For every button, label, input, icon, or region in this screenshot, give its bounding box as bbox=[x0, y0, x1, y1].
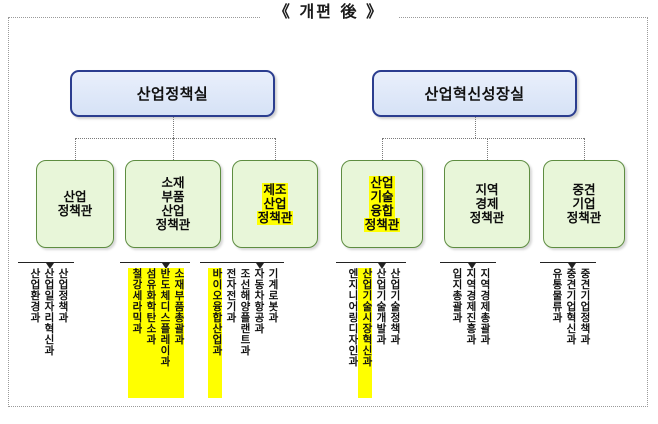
department-box-industry-policy[interactable]: 산업정책실 bbox=[70, 70, 275, 117]
connector-bureau-drop bbox=[584, 138, 585, 160]
bureau-label-line: 정책관 bbox=[256, 211, 294, 225]
bureau-label-line: 지역 bbox=[475, 183, 499, 197]
bureau-label-line: 정책관 bbox=[566, 211, 602, 225]
connector-dept-stub bbox=[172, 117, 174, 138]
division-label: 소재부품총괄과 bbox=[170, 268, 185, 398]
bureau-label-line: 중견 bbox=[572, 183, 596, 197]
bureau-label-line: 산업 bbox=[161, 204, 185, 218]
division-arrow-4 bbox=[377, 263, 386, 269]
bureau-label-line: 부품 bbox=[161, 190, 185, 204]
division-label: 자동차항공과 bbox=[253, 268, 265, 334]
connector-bus bbox=[382, 138, 584, 139]
division-label: 섬유화학탄소과 bbox=[142, 268, 157, 398]
division-label: 산업기술개발과 bbox=[375, 268, 387, 345]
bureau-label-line: 정책관 bbox=[363, 218, 401, 232]
connector-bureau-drop bbox=[382, 138, 383, 160]
connector-bureau-drop bbox=[173, 138, 174, 160]
diagram-title-text: 《 개편 後 》 bbox=[259, 2, 399, 22]
division-rule-5 bbox=[440, 262, 496, 263]
division-rule-4 bbox=[336, 262, 406, 263]
division-label: 산업기술시장혁신과 bbox=[358, 268, 373, 398]
division-label: 조선해양플랜트과 bbox=[239, 268, 251, 356]
bureau-label-line: 산업 bbox=[262, 197, 288, 211]
department-label: 산업정책실 bbox=[136, 86, 209, 103]
division-label: 입지총괄과 bbox=[451, 268, 463, 323]
division-label: 산업환경과 bbox=[29, 268, 41, 323]
division-label: 산업정책과 bbox=[57, 268, 69, 323]
diagram-title: 《 개편 後 》 bbox=[0, 2, 658, 22]
connector-dept-stub bbox=[474, 117, 476, 138]
bureau-label-line: 융합 bbox=[369, 204, 395, 218]
division-label: 전자전기과 bbox=[225, 268, 237, 323]
division-label: 산업일자리혁신과 bbox=[43, 268, 55, 356]
department-box-industry-innovation-growth[interactable]: 산업혁신성장실 bbox=[372, 70, 577, 117]
bureau-label-line: 산업 bbox=[63, 190, 87, 204]
bureau-label-line: 기술 bbox=[369, 190, 395, 204]
division-label: 지역경제진흥과 bbox=[465, 268, 477, 345]
department-label: 산업혁신성장실 bbox=[424, 86, 525, 103]
division-arrow-3 bbox=[255, 263, 264, 269]
division-arrow-2 bbox=[161, 263, 170, 269]
bureau-label-line: 기업 bbox=[572, 197, 596, 211]
division-label: 중견기업혁신과 bbox=[565, 268, 577, 345]
bureau-label-line: 정책관 bbox=[469, 211, 505, 225]
division-rule-6 bbox=[540, 262, 596, 263]
division-label: 기계로봇과 bbox=[267, 268, 279, 323]
bureau-label-line: 제조 bbox=[262, 183, 288, 197]
division-label: 엔지니어링디자인과 bbox=[347, 268, 359, 367]
bureau-label-line: 산업 bbox=[369, 176, 395, 190]
division-rule-1 bbox=[18, 262, 74, 263]
connector-bureau-drop bbox=[275, 138, 276, 160]
bureau-label-line: 정책관 bbox=[57, 204, 93, 218]
connector-bus bbox=[75, 138, 275, 139]
bureau-label-line: 경제 bbox=[475, 197, 499, 211]
division-arrow-5 bbox=[467, 263, 476, 269]
division-rule-2 bbox=[120, 262, 190, 263]
division-label: 중견기업정책과 bbox=[579, 268, 591, 345]
connector-bureau-drop bbox=[487, 138, 488, 160]
division-label: 철강세라믹과 bbox=[128, 268, 143, 398]
bureau-label-line: 소재 bbox=[161, 176, 185, 190]
division-rule-3 bbox=[200, 262, 284, 263]
division-label: 유통물류과 bbox=[551, 268, 563, 323]
division-label: 반도체디스플레이과 bbox=[156, 268, 171, 398]
connector-bureau-drop bbox=[75, 138, 76, 160]
division-label: 지역경제총괄과 bbox=[479, 268, 491, 345]
bureau-label-line: 정책관 bbox=[155, 218, 191, 232]
division-label: 산업기술정책과 bbox=[389, 268, 401, 345]
division-arrow-1 bbox=[45, 263, 54, 269]
division-arrow-6 bbox=[567, 263, 576, 269]
division-label: 바이오융합산업과 bbox=[208, 268, 223, 398]
